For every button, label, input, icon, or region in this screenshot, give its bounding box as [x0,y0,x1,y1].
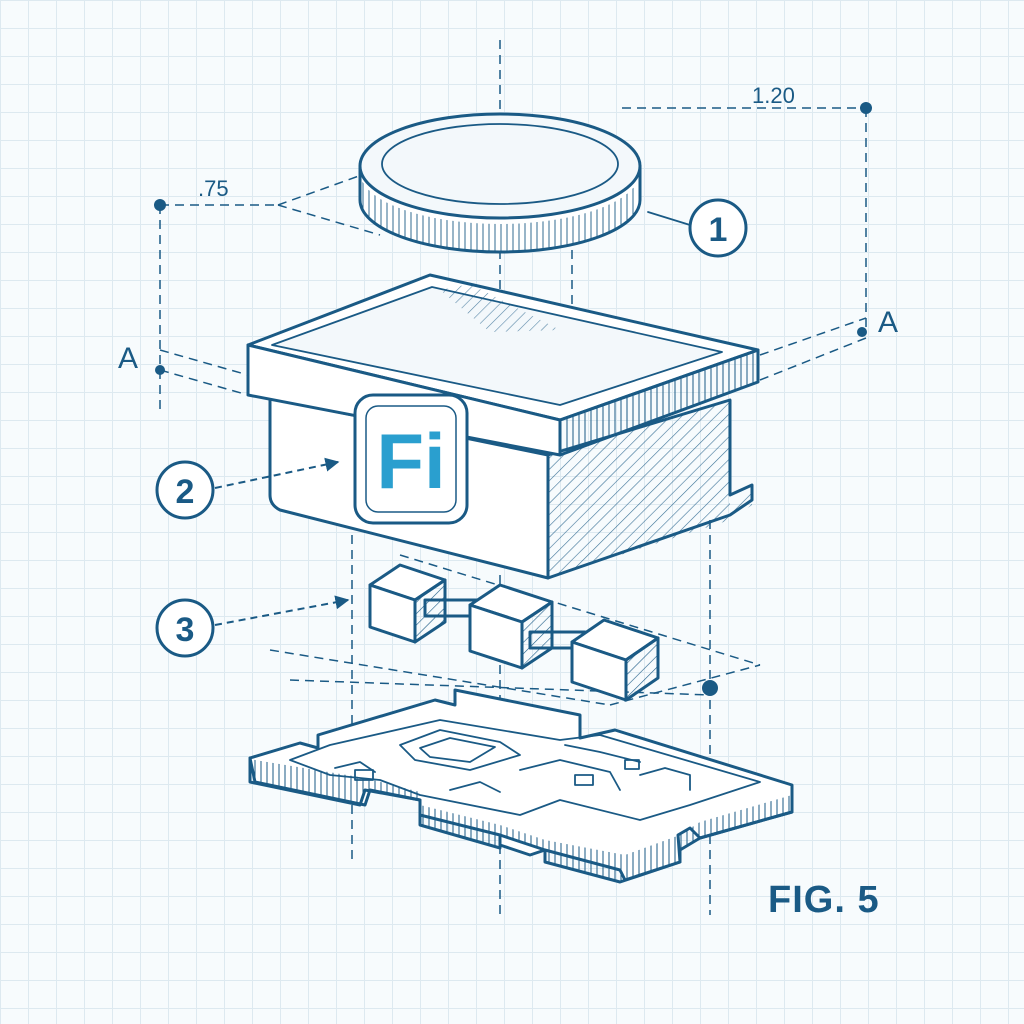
callout-1-number: 1 [709,211,728,249]
cube-3 [570,618,660,702]
callout-2: 2 [155,457,340,520]
dimension-lines [154,40,872,915]
dimension-dot-top-left [154,199,166,211]
datum-dot-left [155,365,165,375]
fi-logo-badge: Fi [353,393,469,525]
cube-1 [368,563,447,644]
part-3-cube-chain [368,563,660,702]
callout-3-number: 3 [176,611,195,649]
reference-dot-bottom [702,680,718,696]
figure-label: FIG. 5 [768,879,880,921]
datum-label-right: A [878,306,898,339]
part-4-circuit-board [248,688,794,884]
callout-2-number: 2 [176,473,195,511]
callout-3: 3 [155,595,350,658]
logo-text: Fi [376,417,445,505]
dimension-dot-top-right [860,102,872,114]
cube-2 [468,583,554,670]
callout-1: 1 [647,198,748,258]
dimension-label-top-left: .75 [198,176,229,201]
dimension-label-top-right: 1.20 [752,83,795,108]
part-2-housing: Fi [246,273,760,580]
part-1-disc [358,112,642,254]
datum-dot-right [857,327,867,337]
datum-label-left: A [118,342,138,375]
